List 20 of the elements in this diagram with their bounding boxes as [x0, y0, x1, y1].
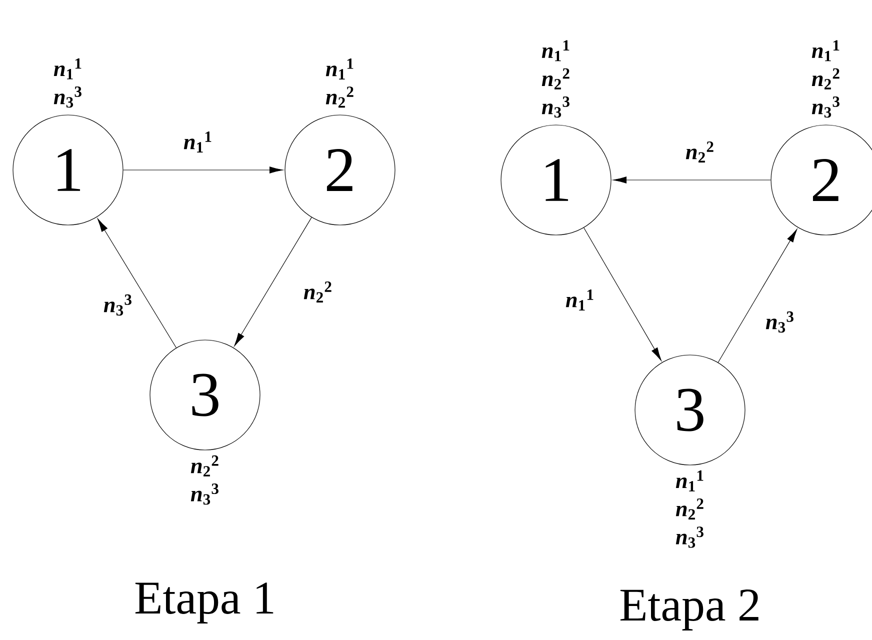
edge-label: n$_{1}$1 [182, 130, 214, 154]
node-annotation: n$_{1}$1 n$_{3}$3 [54, 58, 82, 108]
arrow [97, 218, 177, 348]
node-annotation: n$_{2}$2 n$_{3}$3 [190, 455, 218, 505]
edge-label: n$_{2}$2 [684, 140, 716, 164]
stage-caption: Etapa 2 [620, 590, 758, 630]
arrow [234, 217, 312, 346]
arrow [612, 176, 772, 184]
node-annotation: n$_{1}$1 n$_{2}$2 [326, 58, 354, 108]
arrow [123, 166, 284, 174]
node-annotation: n$_{1}$1 n$_{2}$2 n$_{3}$3 [676, 470, 704, 548]
arrow [718, 228, 798, 363]
edge-label: n$_{2}$2 [302, 280, 334, 304]
edge-label: n$_{1}$1 [564, 288, 596, 312]
arrow [584, 227, 662, 361]
node-annotation: n$_{1}$1 n$_{2}$2 n$_{3}$3 [542, 40, 570, 118]
edge-label: n$_{3}$3 [102, 293, 134, 317]
edge-label: n$_{3}$3 [764, 310, 796, 334]
stage-caption: Etapa 1 [135, 582, 274, 624]
node-annotation: n$_{1}$1 n$_{2}$2 n$_{3}$3 [812, 40, 840, 118]
